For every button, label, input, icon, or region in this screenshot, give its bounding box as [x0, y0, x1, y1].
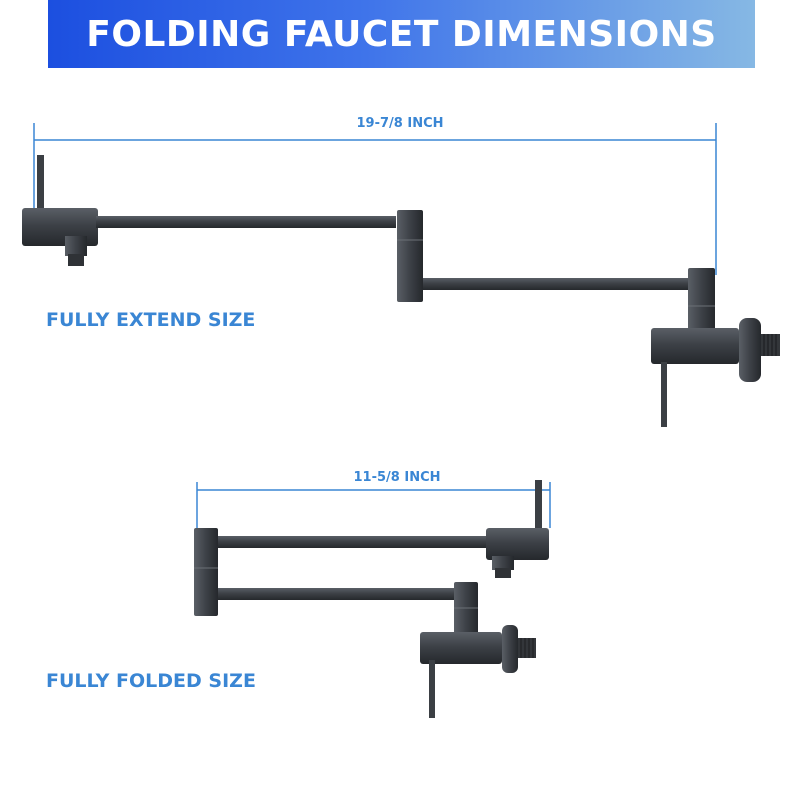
fully-folded-label: FULLY FOLDED SIZE: [46, 670, 256, 692]
extended-dimension-label: 19-7/8 INCH: [356, 116, 444, 131]
folded-dimension-line: [196, 482, 551, 528]
extended-faucet: [22, 155, 780, 427]
title-banner: FOLDING FAUCET DIMENSIONS: [48, 0, 755, 68]
extended-dimension-line: [33, 123, 717, 275]
fully-extend-label: FULLY EXTEND SIZE: [46, 309, 256, 331]
folded-faucet: [194, 480, 549, 718]
page-title: FOLDING FAUCET DIMENSIONS: [86, 13, 717, 55]
folded-dimension-label: 11-5/8 INCH: [353, 470, 441, 485]
